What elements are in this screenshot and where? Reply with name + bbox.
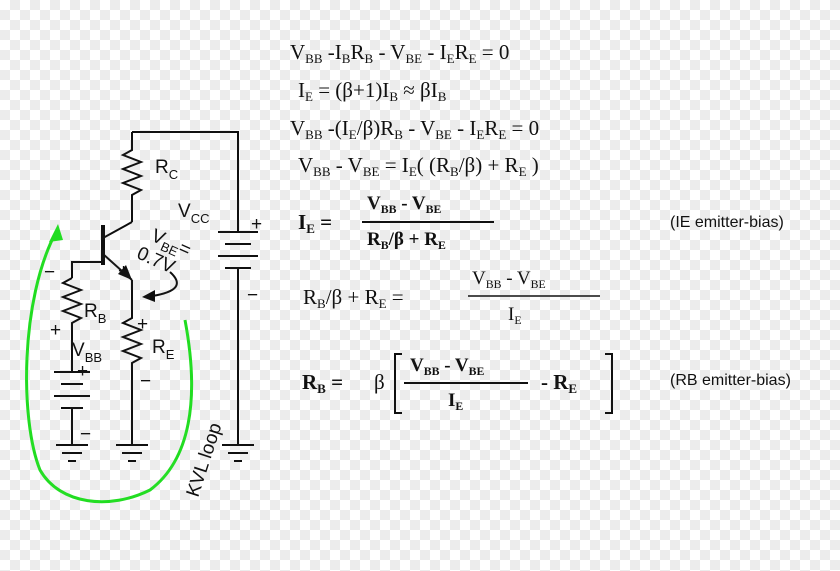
equation-kvl-substituted: VBB -(IE/β)RB - VBE - IERE = 0	[290, 116, 540, 143]
kvl-loop	[25, 231, 194, 504]
equation-rb-beta-lhs: RB/β + RE =	[303, 285, 404, 312]
re-ground	[116, 444, 148, 462]
rc-resistor	[120, 132, 144, 222]
vbb-ground	[56, 444, 88, 462]
equation-rb-denominator: IE	[448, 390, 464, 413]
equation-ie-lhs: IE =	[298, 210, 333, 237]
equation-ie-beta: IE = (β+1)IB ≈ βIB	[298, 78, 447, 105]
note-ie-emitter-bias: (IE emitter-bias)	[670, 214, 784, 231]
equation-rb-lhs: RB =	[302, 370, 344, 397]
equation-kvl: VBB -IBRB - VBE - IERE = 0	[290, 40, 510, 67]
vcc-minus: −	[247, 285, 258, 306]
equation-ie-numerator: VBB - VBE	[367, 193, 442, 216]
rc-label: RC	[155, 157, 178, 182]
vbe-arrow	[151, 271, 178, 297]
equation-rb-numerator: VBB - VBE	[410, 355, 485, 378]
equation-rb-beta-denominator: IE	[508, 304, 522, 327]
eq7-left-bracket	[394, 353, 402, 414]
vcc-battery	[218, 210, 258, 445]
equation-rb-beta-numerator: VBB - VBE	[472, 268, 546, 291]
rb-label: RB	[84, 301, 106, 326]
equation-ie-denominator: RB/β + RE	[367, 229, 446, 252]
kvl-loop-arrowhead	[49, 224, 63, 242]
eq7-right-bracket	[605, 353, 613, 414]
vcc-plus: +	[251, 214, 262, 235]
vbb-label: VBB	[72, 340, 102, 365]
equation-rb-tail: - RE	[541, 370, 578, 397]
equation-factored: VBB - VBE = IE( (RB/β) + RE )	[298, 153, 539, 180]
rb-resistor	[60, 277, 84, 365]
vbb-battery	[54, 365, 90, 445]
vcc-ground	[222, 444, 254, 462]
re-minus: −	[140, 371, 151, 392]
rb-plus: +	[50, 320, 61, 341]
re-plus: +	[137, 314, 148, 335]
vbe-arrowhead	[142, 290, 155, 302]
wire-top-rail	[132, 131, 239, 210]
rb-minus: −	[44, 262, 55, 283]
note-rb-emitter-bias: (RB emitter-bias)	[670, 372, 791, 389]
equation-rb-beta: β	[374, 370, 385, 394]
vbb-plus: +	[77, 361, 88, 382]
npn-transistor	[71, 221, 133, 281]
vcc-label: VCC	[178, 201, 209, 226]
vbb-minus: −	[80, 424, 91, 445]
re-resistor	[120, 280, 144, 445]
vbe-label: VBE= 0.7V	[134, 225, 195, 278]
transistor-plus: +	[118, 261, 129, 282]
kvl-loop-label: KVL loop	[183, 420, 227, 499]
re-label: RE	[152, 337, 175, 362]
